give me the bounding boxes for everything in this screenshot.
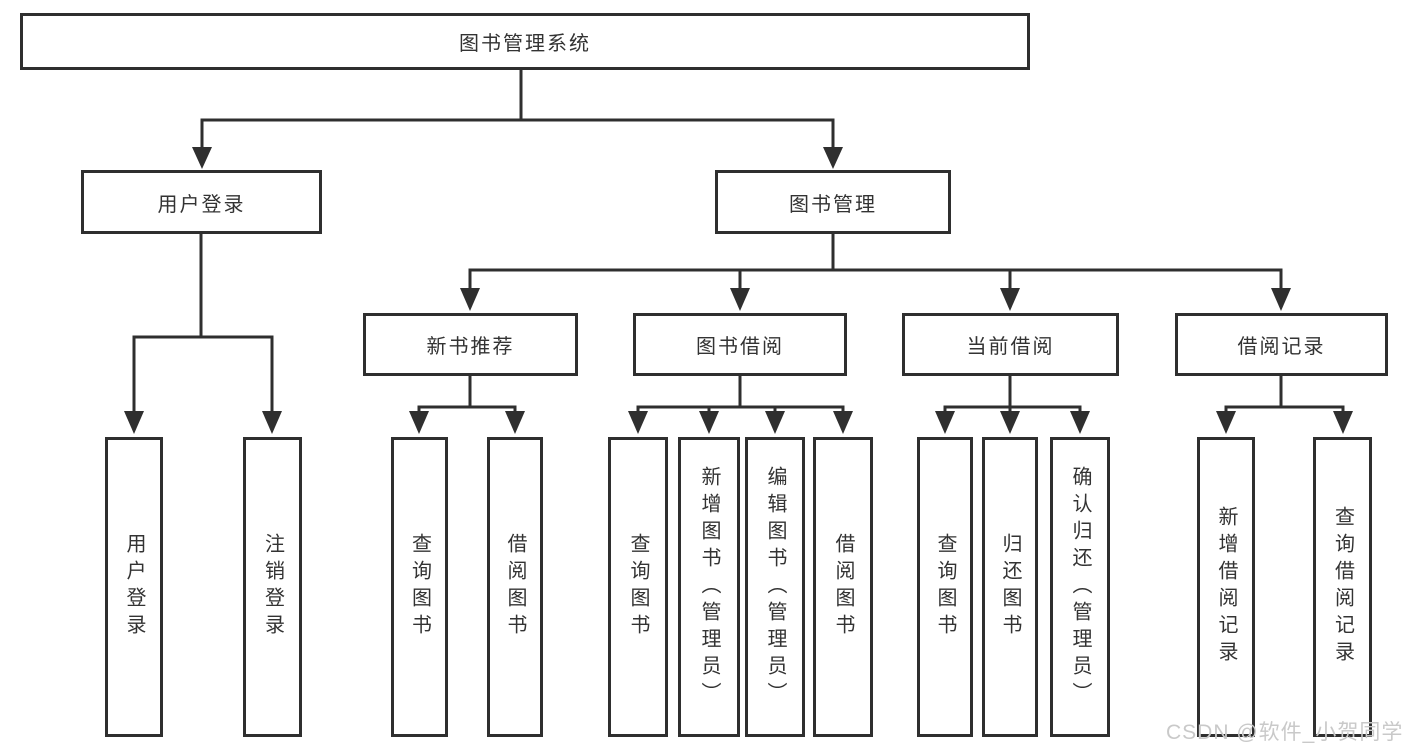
node-label: 查询图书 <box>627 533 649 641</box>
node-book-borrowing: 图书借阅 <box>633 313 847 376</box>
node-user-login: 用户登录 <box>81 170 322 234</box>
node-user-login-leaf: 用户登录 <box>105 437 163 737</box>
node-query-books-recommend: 查询图书 <box>391 437 448 737</box>
node-label: 图书管理 <box>789 193 877 216</box>
node-label: 查询图书 <box>408 533 431 641</box>
watermark: CSDN @软件_小贺同学 <box>1166 721 1404 744</box>
node-label: 编辑图书（管理员） <box>764 465 786 709</box>
node-add-book-admin: 新增图书（管理员） <box>678 437 740 737</box>
node-current-borrowing: 当前借阅 <box>902 313 1119 376</box>
node-label: 借阅记录 <box>1237 336 1326 358</box>
node-borrow-books-recommend: 借阅图书 <box>487 437 543 737</box>
node-new-book-recommendation: 新书推荐 <box>363 313 578 376</box>
node-label: 借阅图书 <box>832 533 854 641</box>
node-label: 查询借阅记录 <box>1331 506 1354 668</box>
node-label: 新书推荐 <box>426 336 515 358</box>
node-label: 新增图书（管理员） <box>698 465 720 709</box>
node-borrowing-records: 借阅记录 <box>1175 313 1388 376</box>
node-borrow-books-leaf: 借阅图书 <box>813 437 873 737</box>
node-label: 用户登录 <box>157 193 246 216</box>
node-edit-book-admin: 编辑图书（管理员） <box>745 437 805 737</box>
node-label: 注销登录 <box>261 533 284 641</box>
node-label: 归还图书 <box>999 533 1021 641</box>
node-label: 借阅图书 <box>504 533 526 641</box>
node-label: 查询图书 <box>934 533 956 641</box>
node-return-books: 归还图书 <box>982 437 1038 737</box>
node-logout-leaf: 注销登录 <box>243 437 302 737</box>
node-confirm-return-admin: 确认归还（管理员） <box>1050 437 1110 737</box>
node-book-management: 图书管理 <box>715 170 951 234</box>
node-label: 确认归还（管理员） <box>1069 465 1091 709</box>
node-add-borrow-record: 新增借阅记录 <box>1197 437 1255 737</box>
node-query-books-current: 查询图书 <box>917 437 973 737</box>
node-query-books-borrow: 查询图书 <box>608 437 668 737</box>
node-label: 新增借阅记录 <box>1215 506 1237 668</box>
node-label: 图书管理系统 <box>459 33 591 55</box>
node-label: 用户登录 <box>123 533 145 641</box>
node-library-management-system: 图书管理系统 <box>20 13 1030 70</box>
node-label: 图书借阅 <box>696 336 784 358</box>
node-query-borrow-record: 查询借阅记录 <box>1313 437 1372 737</box>
node-label: 当前借阅 <box>966 336 1055 358</box>
